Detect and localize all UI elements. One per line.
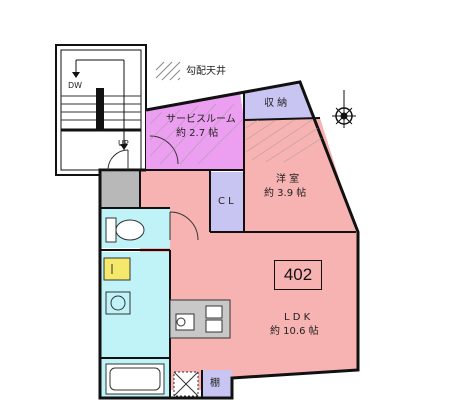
kitchen-counter <box>169 299 231 339</box>
storage-label: 収 納 <box>264 98 288 109</box>
staircase <box>55 44 147 176</box>
shelf-room <box>202 370 232 398</box>
ldk-name: L D K <box>284 312 311 323</box>
ceiling-hatch-area <box>149 103 323 165</box>
toilet <box>105 217 145 243</box>
western-room-area: 約 3.9 帖 <box>264 188 307 199</box>
shelf-label: 棚 <box>210 378 220 389</box>
western-room-name: 洋 室 <box>276 174 300 185</box>
stairs-up-label: UP <box>118 139 129 148</box>
stairs-down-label: DW <box>68 81 83 90</box>
unit-number-badge: 402 <box>274 260 322 290</box>
storage-room <box>244 84 316 120</box>
closet-label: C L <box>218 196 234 207</box>
doors <box>107 135 199 241</box>
bathtub <box>105 363 165 395</box>
washbasin <box>103 257 131 281</box>
washing-machine-space <box>105 291 131 315</box>
fridge-space <box>173 371 199 397</box>
western-room <box>244 118 356 232</box>
sloped-ceiling-hatch <box>155 61 181 81</box>
entrance <box>100 172 140 208</box>
sloped-ceiling-legend: 勾配天井 <box>186 66 226 77</box>
service-room-name: サービスルーム <box>166 114 236 125</box>
service-room <box>146 92 244 170</box>
closet-room <box>210 172 244 232</box>
ldk-area: 約 10.6 帖 <box>270 326 319 337</box>
service-room-area: 約 2.7 帖 <box>176 128 219 139</box>
compass-icon <box>332 90 356 128</box>
